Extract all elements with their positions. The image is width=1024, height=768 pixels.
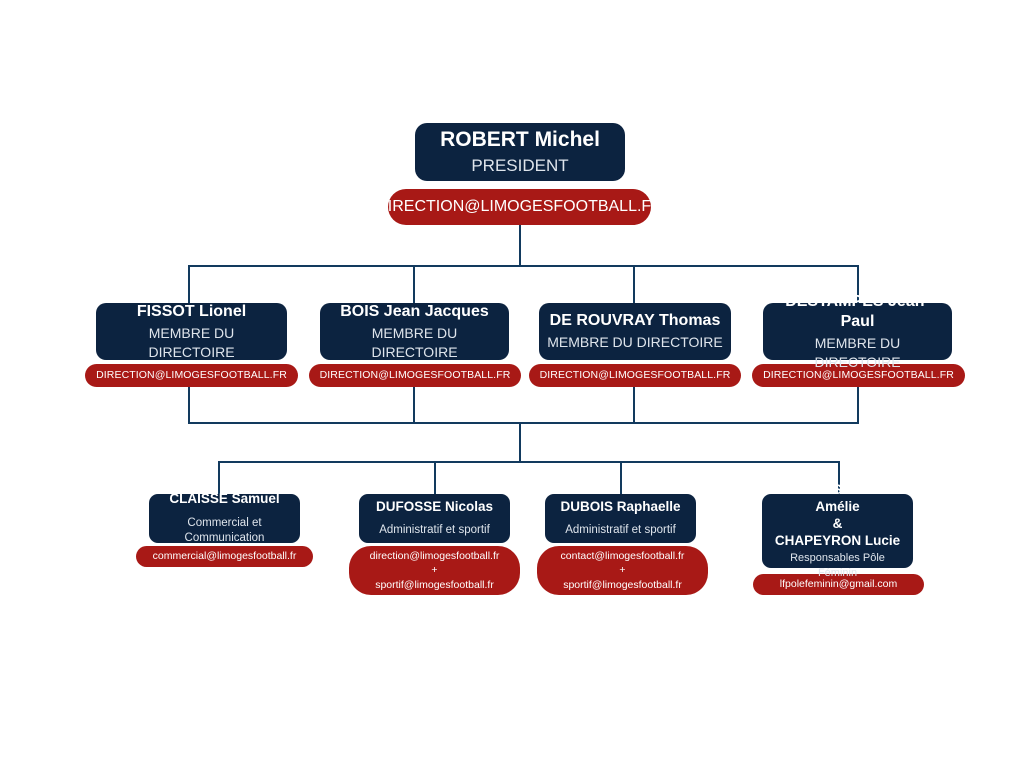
de-rouvray-role: MEMBRE DU DIRECTOIRE <box>547 334 723 351</box>
connector-drop-fissot <box>188 265 190 304</box>
email-pill-fissot[interactable]: DIRECTION@LIMOGESFOOTBALL.FR <box>85 364 298 387</box>
connector-drop-bois <box>413 265 415 304</box>
connector-riser-rouvray <box>633 386 635 423</box>
connector-staff-bus <box>218 461 839 463</box>
node-fissot[interactable]: FISSOT Lionel MEMBRE DU DIRECTOIRE <box>96 303 287 360</box>
dubois-role: Administratif et sportif <box>565 524 676 537</box>
dubois-email-2: sportif@limogesfootball.fr <box>563 578 682 591</box>
connector-merge-to-staff <box>519 422 521 463</box>
crousillac-name: CROUSILLAC Amélie <box>793 481 882 514</box>
email-pill-claisse[interactable]: commercial@limogesfootball.fr <box>136 546 313 567</box>
connector-drop-claisse <box>218 461 220 495</box>
destampes-name: DESTAMPES Jean-Paul <box>785 293 930 331</box>
president-role: PRESIDENT <box>471 155 569 175</box>
dufosse-email-1: direction@limogesfootball.fr <box>369 550 500 563</box>
connector-drop-rouvray <box>633 265 635 304</box>
bois-name: BOIS Jean Jacques <box>340 303 489 321</box>
email-pill-crousillac-chapeyron[interactable]: lfpolefeminin@gmail.com <box>753 574 924 595</box>
node-dufosse[interactable]: DUFOSSE Nicolas Administratif et sportif <box>359 494 510 543</box>
de-rouvray-name: DE ROUVRAY Thomas <box>549 312 721 330</box>
crousillac-chapeyron-email: lfpolefeminin@gmail.com <box>779 578 898 591</box>
node-claisse[interactable]: CLAISSE Samuel Commercial et Communicati… <box>149 491 300 544</box>
email-pill-dubois[interactable]: contact@limogesfootball.fr + sportif@lim… <box>537 546 708 595</box>
connector-riser-destampes <box>857 386 859 423</box>
connector-drop-dufosse <box>434 461 436 495</box>
connector-directoire-bus <box>188 265 859 267</box>
email-pill-de-rouvray[interactable]: DIRECTION@LIMOGESFOOTBALL.FR <box>529 364 741 387</box>
node-bois[interactable]: BOIS Jean Jacques MEMBRE DU DIRECTOIRE <box>320 303 509 360</box>
dufosse-email-2: sportif@limogesfootball.fr <box>375 578 494 591</box>
de-rouvray-email: DIRECTION@LIMOGESFOOTBALL.FR <box>539 369 731 382</box>
claisse-name: CLAISSE Samuel <box>169 491 280 507</box>
fissot-role: MEMBRE DU DIRECTOIRE <box>148 325 235 360</box>
bois-role: MEMBRE DU DIRECTOIRE <box>371 325 458 360</box>
node-president[interactable]: ROBERT Michel PRESIDENT <box>415 123 625 181</box>
connector-riser-fissot <box>188 386 190 423</box>
crousillac-name-separator: & <box>832 515 843 531</box>
connector-president-down <box>519 225 521 266</box>
connector-drop-crousillac <box>838 461 840 495</box>
claisse-role: Commercial et Communication <box>184 517 265 544</box>
email-pill-destampes[interactable]: DIRECTION@LIMOGESFOOTBALL.FR <box>752 364 965 387</box>
president-email: DIRECTION@LIMOGESFOOTBALL.FR <box>376 198 663 216</box>
connector-riser-bois <box>413 386 415 423</box>
node-crousillac-chapeyron[interactable]: CROUSILLAC Amélie & CHAPEYRON Lucie Resp… <box>762 482 913 579</box>
chapeyron-name: CHAPEYRON Lucie <box>774 532 901 548</box>
email-pill-dufosse[interactable]: direction@limogesfootball.fr + sportif@l… <box>349 546 520 595</box>
email-pill-bois[interactable]: DIRECTION@LIMOGESFOOTBALL.FR <box>309 364 521 387</box>
email-pill-president[interactable]: DIRECTION@LIMOGESFOOTBALL.FR <box>376 189 663 225</box>
dufosse-name: DUFOSSE Nicolas <box>375 498 494 514</box>
destampes-role: MEMBRE DU DIRECTOIRE <box>814 335 901 370</box>
node-dubois[interactable]: DUBOIS Raphaelle Administratif et sporti… <box>545 494 696 543</box>
claisse-email: commercial@limogesfootball.fr <box>152 550 297 563</box>
connector-drop-destampes <box>857 265 859 304</box>
fissot-name: FISSOT Lionel <box>136 303 247 321</box>
crousillac-chapeyron-role: Responsables Pôle Féminin <box>790 552 885 579</box>
dubois-email-separator: + <box>619 564 626 577</box>
connector-drop-dubois <box>620 461 622 495</box>
dufosse-role: Administratif et sportif <box>379 524 490 537</box>
destampes-email: DIRECTION@LIMOGESFOOTBALL.FR <box>763 369 954 382</box>
node-destampes[interactable]: DESTAMPES Jean-Paul MEMBRE DU DIRECTOIRE <box>763 293 952 370</box>
fissot-email: DIRECTION@LIMOGESFOOTBALL.FR <box>96 369 287 382</box>
dufosse-email-separator: + <box>431 564 438 577</box>
connector-merge-bus <box>188 422 859 424</box>
bois-email: DIRECTION@LIMOGESFOOTBALL.FR <box>319 369 511 382</box>
node-de-rouvray[interactable]: DE ROUVRAY Thomas MEMBRE DU DIRECTOIRE <box>539 303 731 360</box>
dubois-name: DUBOIS Raphaelle <box>560 498 681 514</box>
president-name: ROBERT Michel <box>440 128 600 152</box>
dubois-email-1: contact@limogesfootball.fr <box>560 550 685 563</box>
